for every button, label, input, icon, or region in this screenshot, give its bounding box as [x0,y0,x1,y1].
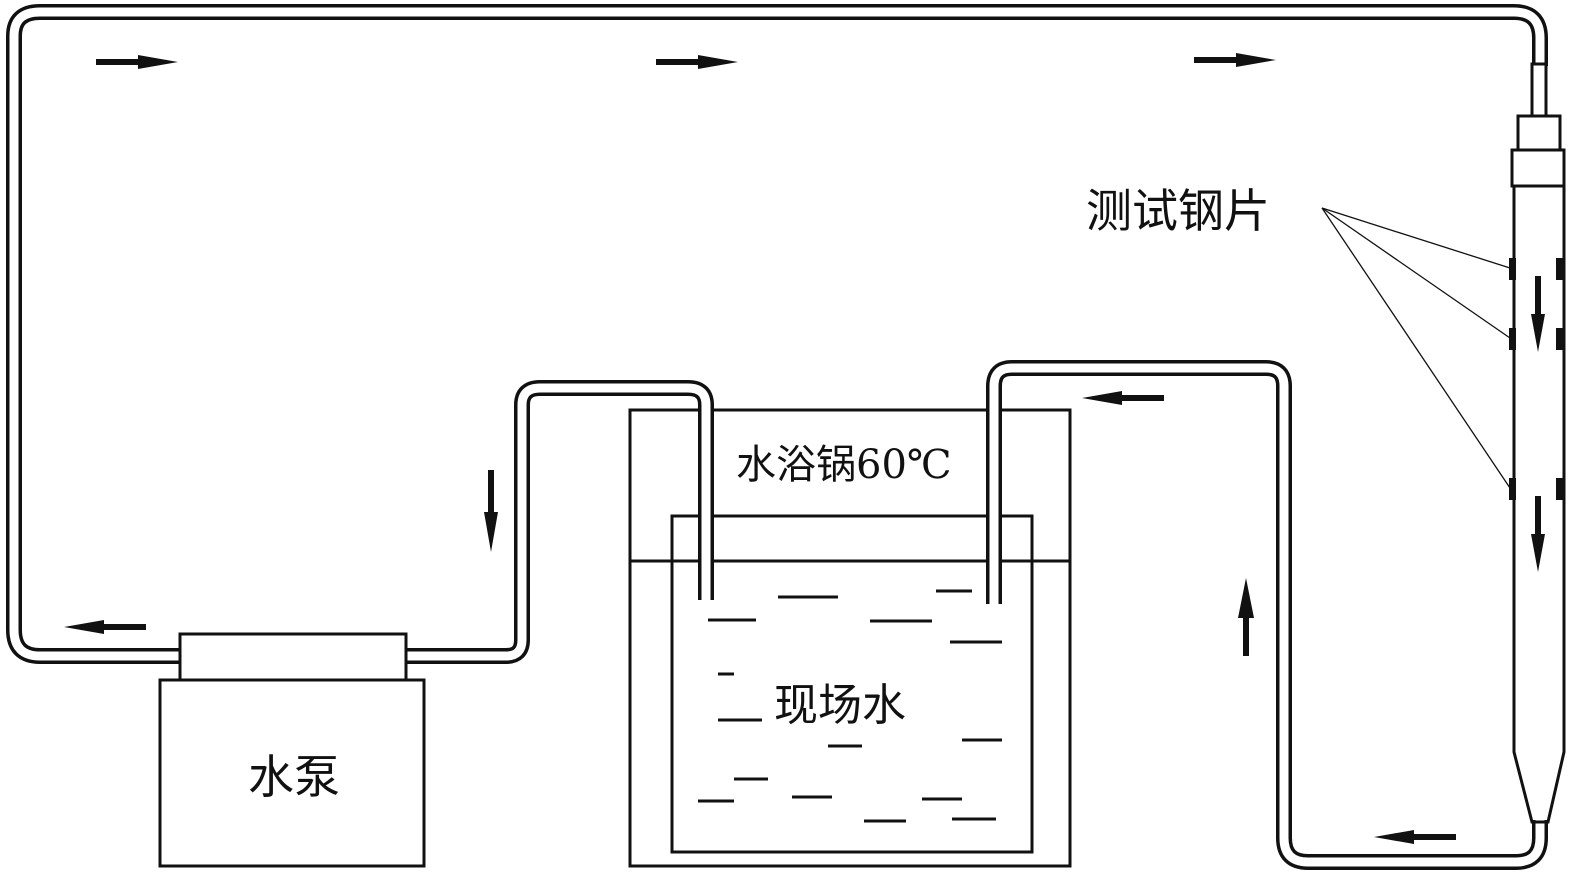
leader-line [1321,207,1511,269]
specimen-notch-5 [1556,328,1563,350]
specimen-notch-1 [1509,258,1516,280]
specimen-notch-3 [1509,478,1516,500]
bath-to-specimen-pipe [986,360,1548,870]
pump-head [178,632,408,682]
water-ripples [698,589,1002,823]
flow-arrow-specimen-tube-2 [1531,496,1545,572]
specimen-notch-6 [1556,478,1563,500]
pump-label: 水泵 [248,750,340,804]
flow-arrow-left-bottom [64,620,146,634]
pump-body [158,678,426,868]
site-water-label: 现场水 [774,680,906,731]
flow-arrow-top-middle [656,55,738,69]
water-container [670,514,1034,854]
flow-arrow-pump-outlet-down [484,470,498,552]
tube-top-fitting [1516,114,1562,152]
flow-arrow-bottom-right [1374,830,1456,844]
flow-arrow-right-loop-up [1238,578,1254,656]
tube-body [1512,184,1566,824]
bath-to-specimen-pipe-bore [989,363,1545,867]
water-bath-label: 水浴锅60℃ [736,442,952,488]
leader-line [1321,207,1511,339]
tube-connector-cap [1530,62,1548,118]
specimen-notch-2 [1509,328,1516,350]
specimen-notch-4 [1556,258,1563,280]
water-bath: 水浴锅60℃ 现场水 [628,386,1072,868]
leader-line [1321,207,1511,489]
flow-arrow-bath-return [1082,391,1164,405]
water-pump: 水泵 [158,632,426,868]
tube-top-sleeve [1510,148,1566,188]
pump-to-bath-pipe-bore [406,383,711,661]
test-specimen-label: 测试钢片 [1086,184,1270,238]
flow-arrows [64,53,1545,844]
flow-arrow-top-left [96,55,178,69]
flow-arrow-specimen-tube-1 [1531,276,1545,352]
flow-arrow-top-right [1194,53,1276,67]
pipe-network [6,4,1548,870]
main-loop-pipe-bore [9,7,1545,661]
specimen-tube [1509,62,1566,824]
test-specimen-callout: 测试钢片 [1086,184,1511,489]
